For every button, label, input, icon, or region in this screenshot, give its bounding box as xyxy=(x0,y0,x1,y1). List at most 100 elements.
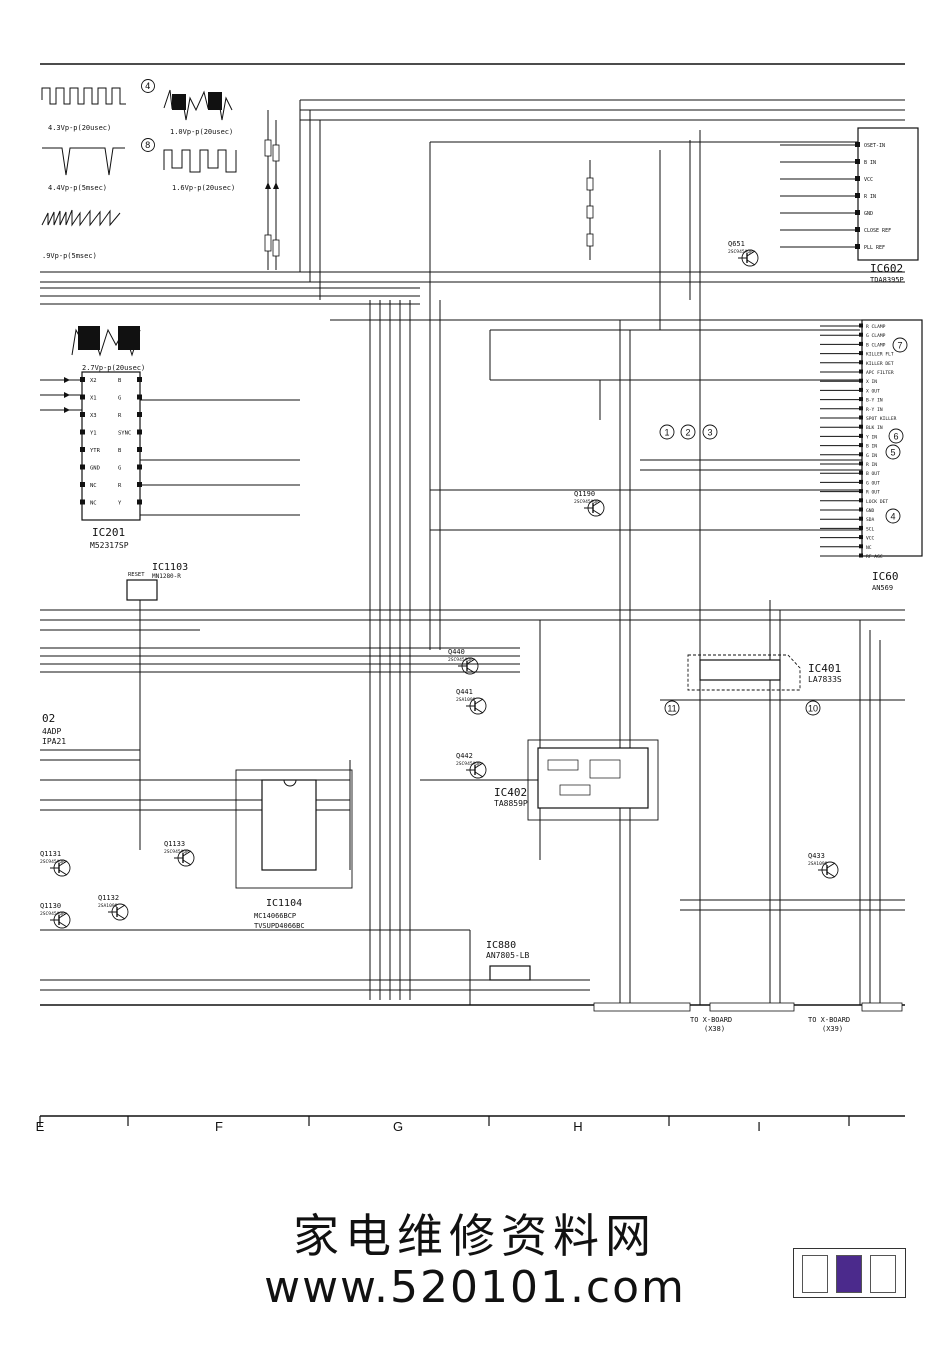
ic60-pin-label: APC FILTER xyxy=(866,370,894,376)
ic60-pin-label: R IN xyxy=(866,462,877,468)
waveform-area: 4.3Vp-p(20usec) 4.4Vp-p(5msec) .9Vp-p(5m… xyxy=(41,79,237,260)
ic201-pin-label: YTR xyxy=(90,448,101,454)
ic60-ref: IC60 xyxy=(872,570,899,583)
ic60-pin xyxy=(859,387,863,392)
ic60-pin xyxy=(859,535,863,540)
transistor-part: 2SC945AQR xyxy=(40,911,65,917)
ic401-ref: IC401 xyxy=(808,662,841,675)
bus-wires xyxy=(40,99,905,1006)
grid-label: H xyxy=(573,1119,582,1134)
ic60-pin xyxy=(859,544,863,549)
waveform-caption: 2.7Vp-p(20usec) xyxy=(82,364,145,372)
ic60-pin-label: B OUT xyxy=(866,471,880,477)
ic60-pin xyxy=(859,332,863,337)
ic201-pin xyxy=(137,499,142,505)
ic602-part: TDA8395P xyxy=(870,276,904,284)
logo-panel xyxy=(802,1255,828,1293)
ic201-pin-label: R xyxy=(118,413,122,419)
callout-number: 5 xyxy=(890,448,895,458)
waveform-caption: 4.3Vp-p(20usec) xyxy=(48,124,111,132)
ic602-pin xyxy=(855,176,860,181)
ic602-pin-label: VCC xyxy=(864,177,873,183)
ic60-pin-label: R OUT xyxy=(866,490,880,496)
ic201-pin-label: GND xyxy=(90,466,100,472)
ic201-pin xyxy=(80,482,85,487)
ic602-pin-label: PLL REF xyxy=(864,245,885,251)
ic201-pin-label: NC xyxy=(90,483,97,489)
ic201-pin xyxy=(80,464,85,470)
ic60-pin xyxy=(859,360,863,365)
ic60-pin-label: KILLER DET xyxy=(866,361,894,367)
ic60-pin-label: G OUT xyxy=(866,480,880,486)
ic201-pin xyxy=(80,412,85,417)
ic60-pin-label: SPOT KILLER xyxy=(866,416,897,422)
ic60-pin xyxy=(859,479,863,484)
ic201-pin xyxy=(80,394,85,400)
waveform-caption: 1.6Vp-p(20usec) xyxy=(172,184,235,192)
ic201-pin xyxy=(80,377,85,382)
waveform-caption: .9Vp-p(5msec) xyxy=(42,252,97,260)
ic201-pin-label: X1 xyxy=(90,396,97,402)
ic201-pin-label: SYNC xyxy=(118,431,131,437)
connectors: TO X-BOARD (X38) TO X-BOARD (X39) xyxy=(593,1002,903,1033)
ic201-pin xyxy=(80,447,85,452)
ic1103-part: MN1280-R xyxy=(152,573,181,580)
ic60-pin xyxy=(859,525,863,530)
ic60-pin-label: X IN xyxy=(866,379,877,385)
ic60-pin-label: RF AGC xyxy=(866,554,883,560)
ic60-pin-label: R-Y IN xyxy=(866,407,883,413)
footer-title: 家电维修资料网 xyxy=(293,1209,657,1263)
ic1104-part: MC14066BCP xyxy=(254,912,296,920)
ic60-pin xyxy=(859,553,863,558)
ic602-pin xyxy=(855,142,860,147)
callout-number: 2 xyxy=(685,428,690,438)
callout-number: 11 xyxy=(667,704,676,714)
ic602-pin-label: CLOSE REF xyxy=(864,228,891,234)
transistor-part: 2SC945AQR xyxy=(448,657,473,663)
ic1104: IC1104 MC14066BCP TVSUPD4066BC xyxy=(235,769,353,930)
callout-number: 3 xyxy=(707,428,712,438)
grid-label: G xyxy=(393,1119,403,1134)
ic201-pin-label: X2 xyxy=(90,378,97,384)
ic60-pin xyxy=(859,489,863,494)
logo-panel-accent xyxy=(836,1255,862,1293)
ic60-pin xyxy=(859,341,863,346)
ic02-part: 4ADP xyxy=(42,727,61,736)
transistor-ref: Q1132 xyxy=(98,894,119,902)
transistor-part: 2SA1090 xyxy=(808,861,828,867)
ic1104-ref: IC1104 xyxy=(266,898,302,909)
callout-number: 10 xyxy=(808,704,818,714)
ic60-pin-label: SDA xyxy=(866,517,875,523)
ic201-pin-label: B xyxy=(118,448,122,454)
ic60-pin-label: G IN xyxy=(866,453,877,459)
callout-marker: 2 xyxy=(680,424,696,440)
ic60-pin xyxy=(859,378,863,383)
ic60-pin xyxy=(859,424,863,429)
ic602-pin-label: GND xyxy=(864,211,873,217)
ic60-pin xyxy=(859,443,863,448)
grid-label: I xyxy=(757,1119,761,1134)
ic60-pin-label: VCC xyxy=(866,536,875,542)
logo-panel xyxy=(870,1255,896,1293)
waveform-number: 8 xyxy=(145,141,150,151)
callout-marker: 11 xyxy=(664,700,680,716)
ic60-pin-label: SCL xyxy=(866,526,875,532)
callout-marker: 6 xyxy=(888,428,904,444)
ic60-pin-label: B CLAMP xyxy=(866,342,886,348)
ic201-pin-label: X3 xyxy=(90,413,97,419)
waveform-number: 4 xyxy=(145,82,150,92)
ic60-pin xyxy=(859,498,863,503)
waveform-caption: 1.0Vp-p(20usec) xyxy=(170,128,233,136)
ic60-pin xyxy=(859,397,863,402)
